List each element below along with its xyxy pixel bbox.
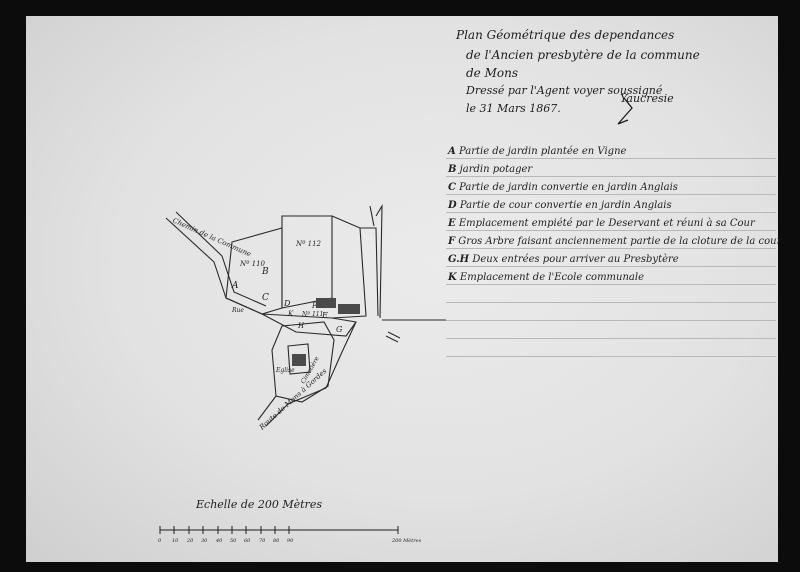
scale-end-label: 200 Mètres [391, 537, 422, 544]
legend-item-b: B jardin potager [448, 164, 533, 175]
scale-tick-label: 40 [215, 538, 223, 544]
church [287, 343, 311, 375]
signature-flourish [617, 97, 633, 125]
label-e: E [321, 311, 328, 320]
map-commune: de Mons [466, 66, 518, 80]
road-bottom [257, 321, 357, 427]
signature: Yaucresie [620, 92, 674, 105]
scale-tick-label: 60 [244, 538, 251, 544]
label-parcel-110: Nº 110 [239, 260, 266, 268]
legend-rule [446, 338, 776, 339]
legend-item-e: E Emplacement empiété par le Deservant e… [448, 218, 755, 229]
parcel-111 [331, 215, 367, 319]
road-right-edge [375, 203, 383, 319]
hatch [385, 335, 399, 343]
legend-rule [446, 230, 776, 231]
legend-rule [446, 302, 776, 303]
hatch [387, 331, 401, 339]
map-author: Dressé par l'Agent voyer soussigné [466, 84, 663, 97]
legend-item-a: A Partie de jardin plantée en Vigne [448, 146, 627, 157]
label-road-left: Chemin de la Commune [171, 217, 252, 259]
courtyard [261, 313, 357, 337]
label-k: K [287, 310, 294, 318]
label-church: Eglise [275, 367, 295, 374]
map-subtitle: de l'Ancien presbytère de la commune [466, 48, 700, 62]
map-title: Plan Géométrique des dependances [456, 28, 675, 42]
road-left-edge-2 [175, 211, 267, 307]
scale-tick-label: 20 [186, 538, 194, 544]
scale-tick-label: 80 [273, 538, 280, 544]
label-a: A [231, 281, 239, 291]
label-c: C [262, 293, 269, 303]
road-right-edge-2 [369, 205, 375, 227]
label-d: D [283, 299, 291, 308]
label-parcel-111: Nº 111 [301, 311, 323, 318]
map-sheet: Plan Géométrique des dependances de l'An… [26, 16, 782, 562]
scale-tick-label: 50 [230, 538, 237, 544]
scale-tick-label: 70 [259, 538, 266, 544]
label-h: H [297, 322, 305, 330]
church-hatch [292, 354, 306, 366]
outbuilding [338, 304, 360, 314]
scale-title: Echelle de 200 Mètres [196, 498, 322, 511]
label-f: F [311, 302, 318, 310]
legend-item-k: K Emplacement de l'Ecole communale [448, 272, 644, 283]
label-parcel-112: Nº 112 [295, 240, 322, 248]
label-road-mid: Rue [231, 307, 244, 314]
parcel-112 [281, 215, 333, 309]
scale-tick-label: 0 [158, 538, 162, 544]
legend-rule [446, 284, 776, 285]
map-date: le 31 Mars 1867. [466, 102, 561, 115]
legend-rule [446, 158, 776, 159]
label-road-bottom: Route de Mons à Gordes [257, 367, 328, 432]
legend-rule [446, 212, 776, 213]
cemetery-wall [271, 321, 335, 403]
label-g: G [336, 325, 343, 334]
scale-bar [159, 526, 399, 534]
legend-rule [446, 194, 776, 195]
legend-item-d: D Partie de cour convertie en jardin Ang… [448, 200, 672, 211]
label-b: B [261, 267, 269, 277]
legend-rule [446, 176, 776, 177]
legend-rule [446, 248, 776, 249]
outbuilding [316, 298, 336, 308]
legend-item-f: F Gros Arbre faisant anciennement partie… [448, 236, 782, 247]
legend-item-c: C Partie de jardin convertie en jardin A… [448, 182, 678, 193]
building-right [360, 227, 379, 317]
site-plan: Chemin de la Commune Nº 110 Nº 112 Nº 11… [158, 97, 633, 544]
scale-tick-label: 90 [287, 538, 294, 544]
scale-tick-label: 30 [201, 538, 208, 544]
legend-rule [446, 356, 776, 357]
scale-tick-label: 10 [172, 538, 179, 544]
legend-rule [446, 266, 776, 267]
legend-item-gh: G.H Deux entrées pour arriver au Presbyt… [448, 254, 679, 265]
legend-rule [446, 320, 776, 321]
